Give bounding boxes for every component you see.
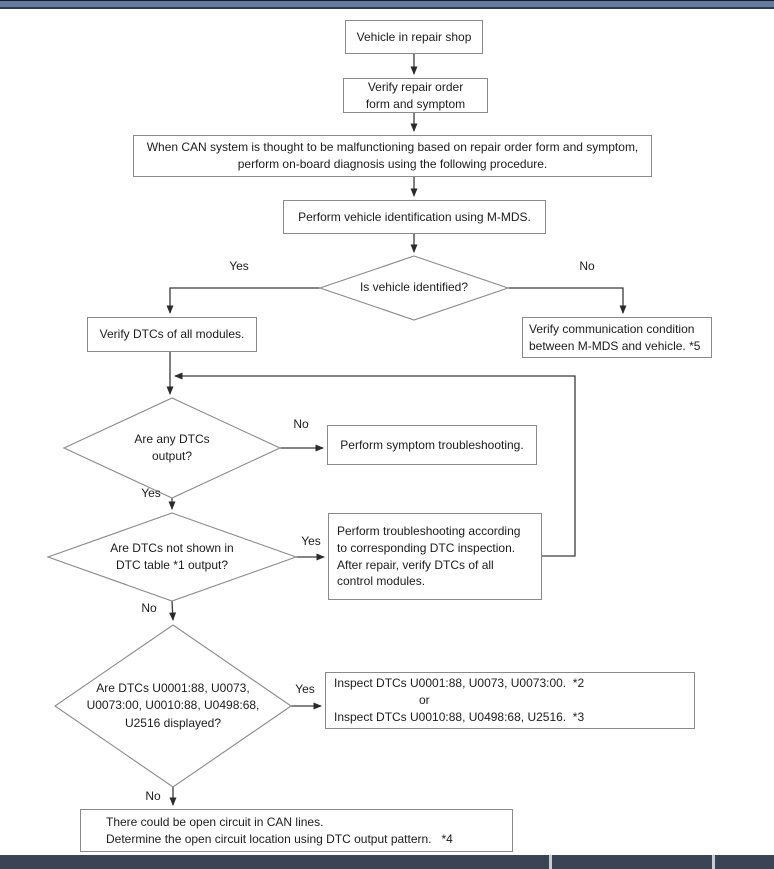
top-divider-bar <box>0 0 774 9</box>
node-troubleshoot-dtc-inspection: Perform troubleshooting according to cor… <box>328 513 542 600</box>
node-vehicle-in-repair-shop: Vehicle in repair shop <box>345 20 483 54</box>
bottom-bar-separator <box>549 855 552 869</box>
diamond-text: Are any DTCs output? <box>134 431 210 463</box>
branch-label-no: No <box>145 789 161 803</box>
node-can-system-malfunction-note: When CAN system is thought to be malfunc… <box>133 135 652 177</box>
node-verify-dtcs-all-modules: Verify DTCs of all modules. <box>87 317 257 352</box>
node-symptom-troubleshooting: Perform symptom troubleshooting. <box>327 425 537 465</box>
node-verify-communication-condition: Verify communication condition between M… <box>522 317 712 358</box>
diamond-text: Is vehicle identified? <box>359 280 469 295</box>
node-open-circuit-can-lines: There could be open circuit in CAN lines… <box>80 809 513 852</box>
diamond-text-dtcs-output: Are any DTCs output? <box>64 398 280 498</box>
bottom-divider-bar <box>0 855 774 869</box>
inspect-dtcs-line-1: Inspect DTCs U0001:88, U0073, U0073:00. … <box>334 676 585 691</box>
branch-label-yes: Yes <box>301 534 321 548</box>
node-text: Vehicle in repair shop <box>356 29 472 44</box>
branch-label-no: No <box>141 601 157 615</box>
bottom-bar-separator <box>712 855 715 869</box>
branch-label-no: No <box>293 417 309 431</box>
node-inspect-dtcs: Inspect DTCs U0001:88, U0073, U0073:00. … <box>325 672 695 729</box>
diamond-text-dtc-table: Are DTCs not shown in DTC table *1 outpu… <box>48 513 296 601</box>
node-text: When CAN system is thought to be malfunc… <box>146 140 639 171</box>
branch-label-yes: Yes <box>295 682 315 696</box>
branch-label-yes: Yes <box>229 259 249 273</box>
branch-label-yes: Yes <box>141 486 161 500</box>
node-verify-repair-order: Verify repair order form and symptom <box>343 78 488 113</box>
branch-label-no: No <box>579 259 595 273</box>
node-text: Perform troubleshooting according to cor… <box>337 523 521 589</box>
node-text: Verify repair order form and symptom <box>365 79 466 111</box>
decision-diamond-dtcs-output <box>62 397 282 499</box>
node-text: Verify DTCs of all modules. <box>99 327 245 342</box>
decision-diamond-dtc-list <box>54 624 292 788</box>
node-text: There could be open circuit in CAN lines… <box>106 814 453 846</box>
node-vehicle-identification: Perform vehicle identification using M-M… <box>283 200 546 234</box>
inspect-dtcs-or: or <box>419 693 430 708</box>
inspect-dtcs-line-2: Inspect DTCs U0010:88, U0498:68, U2516. … <box>334 709 585 724</box>
diamond-text-vehicle-identified: Is vehicle identified? <box>320 256 508 320</box>
node-text: Verify communication condition between M… <box>529 321 701 353</box>
diamond-text-dtc-list: Are DTCs U0001:88, U0073, U0073:00, U001… <box>55 625 291 787</box>
diamond-text: Are DTCs U0001:88, U0073, U0073:00, U001… <box>86 680 260 730</box>
node-text-block: Inspect DTCs U0001:88, U0073, U0073:00. … <box>334 675 584 725</box>
node-text: Perform vehicle identification using M-M… <box>298 209 531 224</box>
decision-diamond-dtc-table <box>46 512 298 602</box>
node-text: Perform symptom troubleshooting. <box>340 437 524 452</box>
diamond-text: Are DTCs not shown in DTC table *1 outpu… <box>110 540 234 572</box>
decision-diamond-vehicle-identified <box>318 255 510 321</box>
